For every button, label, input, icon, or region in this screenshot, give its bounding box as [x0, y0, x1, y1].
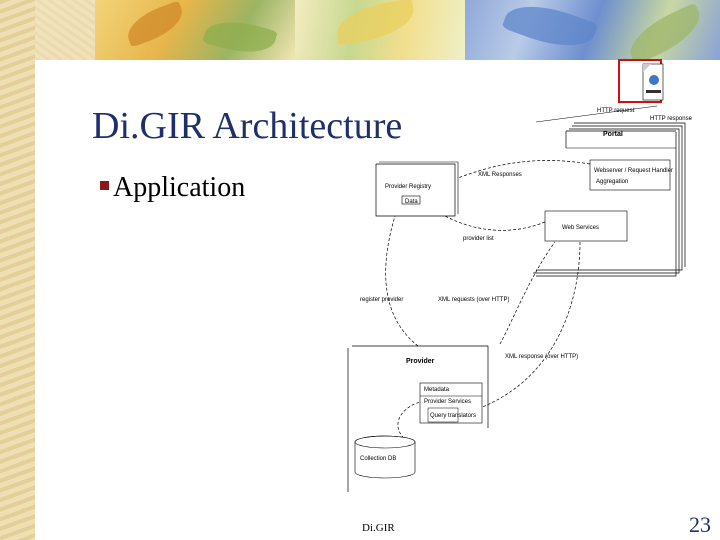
data-cylinder [401, 195, 421, 205]
provider-registry-box: Provider Registry Data [375, 161, 459, 217]
provider-box: Provider Metadata Provider Services Quer… [347, 345, 489, 492]
top-leaf-banner [95, 0, 720, 60]
register-provider-label: register provider [360, 297, 403, 303]
provider-label: Provider [406, 358, 435, 365]
xml-response-over-http-label: XML response (over HTTP) [505, 354, 578, 360]
slide-title: Di.GIR Architecture [92, 105, 403, 147]
provider-services-label: Provider Services [424, 399, 471, 405]
http-request-line [535, 105, 658, 123]
collection-db-label: Collection DB [360, 456, 396, 462]
webserver-box: Webserver / Request Handler Aggregation [589, 159, 673, 191]
left-decorative-strip [0, 0, 35, 540]
portal-label: Portal [603, 131, 623, 138]
bullet-text: Application [113, 172, 246, 203]
query-translators-box [427, 407, 459, 423]
dashed-flow-arrows [385, 160, 591, 440]
portal-box: Portal [533, 122, 686, 277]
http-request-label: HTTP request [597, 108, 635, 114]
bullet-item: Application [100, 172, 245, 204]
square-bullet-icon [100, 181, 109, 191]
provider-list-label: provider list [463, 236, 494, 242]
query-translators-label: Query translators [430, 413, 476, 419]
slide-footer: Di.GIR [362, 522, 395, 534]
web-services-label: Web Services [562, 225, 599, 231]
http-response-label: HTTP response [650, 116, 693, 122]
xml-requests-label: XML requests (over HTTP) [438, 297, 509, 303]
metadata-label: Metadata [424, 387, 450, 393]
page-number: 23 [689, 512, 711, 537]
web-services-box: Web Services [544, 210, 628, 242]
architecture-diagram: Portal HTTP request HTTP response Provid… [347, 59, 693, 492]
webserver-label: Webserver / Request Handler [594, 168, 673, 174]
aggregation-label: Aggregation [596, 179, 628, 185]
collection-db-cylinder: Collection DB [354, 435, 416, 479]
provider-registry-label: Provider Registry [385, 184, 431, 190]
browser-page-icon [618, 59, 664, 103]
xml-responses-label: XML Responses [478, 172, 522, 178]
data-label: Data [405, 199, 418, 205]
